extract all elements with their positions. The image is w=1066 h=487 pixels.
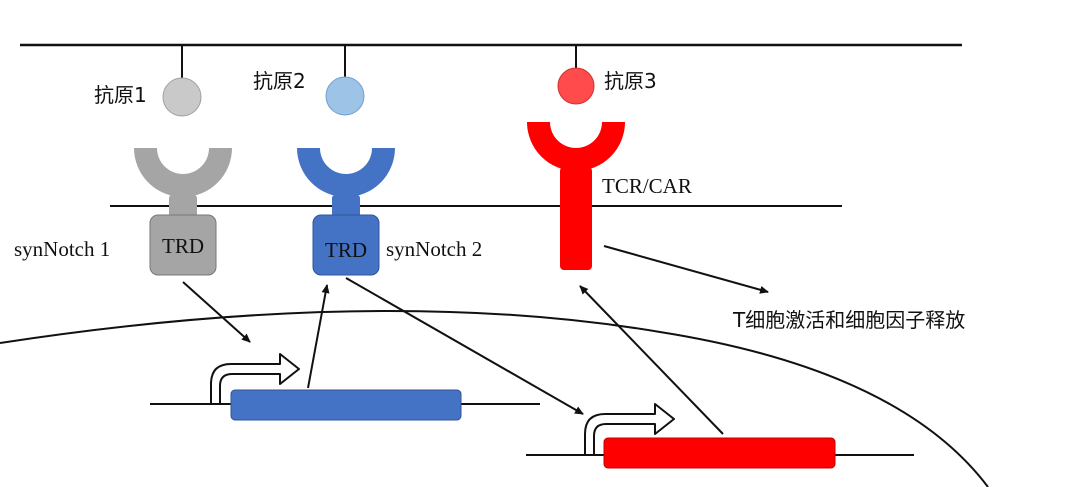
gene-2-coding-region [603, 437, 836, 469]
arrow-synnotch1-to-gene1 [182, 281, 251, 343]
tcr-car-label: TCR/CAR [602, 174, 692, 198]
arrow-gene2-to-tcr [579, 285, 724, 435]
antigen-1 [162, 77, 202, 117]
gene-1-promoter-arrow [210, 353, 300, 405]
antigen-2 [325, 76, 365, 116]
synnotch-1-binding-cup [134, 148, 232, 197]
synnotch-1-stalk [169, 195, 197, 217]
synnotch-1-trd-label: TRD [162, 234, 204, 258]
synnotch-2-trd-label: TRD [325, 238, 367, 262]
arrow-tcr-to-activation [603, 245, 769, 294]
antigen-2-label: 抗原2 [253, 69, 306, 93]
synnotch-2-receptor: TRD [297, 148, 395, 276]
arrow-gene1-to-synnotch2 [307, 284, 330, 389]
tcr-car-binding-cup [527, 122, 625, 171]
antigen-1-label: 抗原1 [94, 83, 147, 107]
synnotch-1-receptor: TRD [134, 148, 232, 276]
nucleus-membrane [0, 309, 989, 487]
synnotch-2-stalk [332, 195, 360, 217]
synnotch-2-label: synNotch 2 [386, 237, 482, 261]
synnotch-2-binding-cup [297, 148, 395, 197]
synnotch-1-trd [149, 214, 217, 276]
gene-2-promoter-arrow [584, 403, 675, 456]
synnotch-2-trd [312, 214, 380, 276]
tcr-car-stalk [560, 167, 592, 270]
activation-outcome-label: T细胞激活和细胞因子释放 [732, 308, 965, 332]
gene-1-coding-region [230, 389, 462, 421]
tcr-car-receptor [527, 122, 625, 270]
synnotch-1-label: synNotch 1 [14, 237, 110, 261]
antigen-3-label: 抗原3 [604, 69, 657, 93]
antigen-3 [557, 67, 595, 105]
arrow-synnotch2-to-gene2 [345, 277, 584, 415]
